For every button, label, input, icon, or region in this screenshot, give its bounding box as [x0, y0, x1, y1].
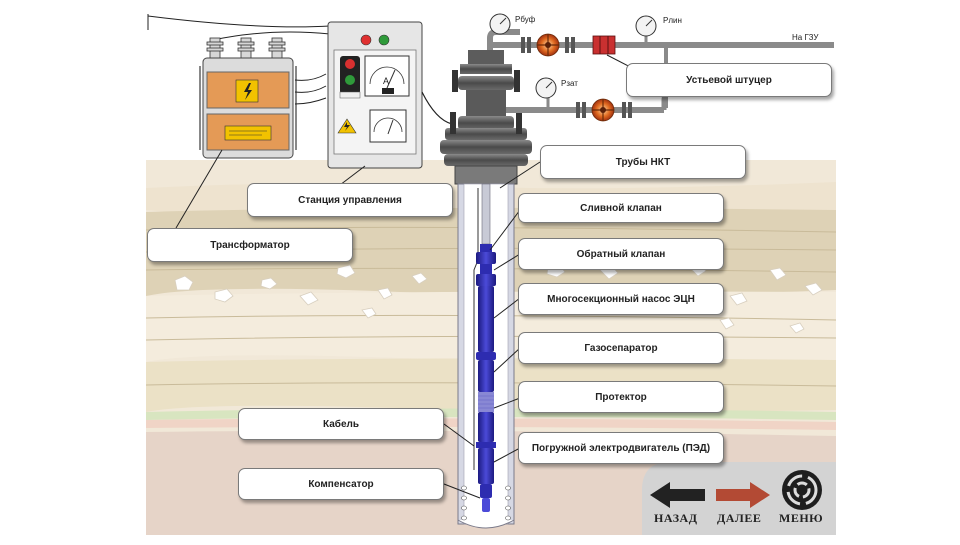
callout-protektor: Протектор: [518, 381, 724, 413]
green-lamp-icon: [378, 34, 390, 46]
esp-assembly: [476, 244, 496, 512]
choke-icon: [592, 35, 616, 55]
start-button-icon: [345, 75, 355, 85]
power-line: [147, 14, 331, 41]
warning-icon: [337, 118, 357, 134]
callout-transformator: Трансформатор: [147, 228, 353, 262]
cable: [473, 188, 479, 470]
ammeter-icon: A: [364, 55, 410, 97]
valve-icon: [591, 98, 615, 122]
callout-ped: Погружной электродвигатель (ПЭД): [518, 432, 724, 464]
wellhead: [440, 50, 532, 185]
stop-button-icon: [345, 59, 355, 69]
menu-button-label[interactable]: МЕНЮ: [779, 511, 824, 525]
insulator-bushings: [206, 37, 286, 59]
ammeter-label: A: [383, 76, 389, 86]
tubing: [481, 183, 491, 245]
menu-icon[interactable]: [782, 470, 822, 510]
callout-gazoseparator: Газосепаратор: [518, 332, 724, 364]
voltmeter-icon: [369, 109, 407, 143]
callout-slivnoy-klapan: Сливной клапан: [518, 193, 724, 223]
callout-obratny-klapan: Обратный клапан: [518, 238, 724, 270]
red-lamp-icon: [360, 34, 372, 46]
pressure-gauge-icon: [635, 15, 657, 37]
p-zat-label: Рзат: [561, 79, 578, 88]
warning-icon: [235, 79, 259, 103]
back-button-label[interactable]: НАЗАД: [654, 511, 698, 525]
surface-piping: Рбуф Рлин Рзат На ГЗУ: [487, 13, 834, 122]
control-station: A: [327, 21, 453, 169]
callout-kompensator: Компенсатор: [238, 468, 444, 500]
nav-panel: [642, 462, 836, 535]
p-lin-label: Рлин: [663, 16, 682, 25]
valve-icon: [536, 33, 560, 57]
next-arrow-icon[interactable]: [716, 482, 770, 508]
callout-stantsiya-upravleniya: Станция управления: [247, 183, 453, 217]
to-gzu-label: На ГЗУ: [792, 33, 819, 42]
callout-truby-nkt: Трубы НКТ: [540, 145, 746, 179]
leader-lines: [175, 54, 641, 499]
back-arrow-icon[interactable]: [650, 482, 705, 508]
pressure-gauge-icon: [489, 13, 511, 35]
transformer: [199, 37, 327, 159]
callout-kabel: Кабель: [238, 408, 444, 440]
callout-nasos-etsn: Многосекционный насос ЭЦН: [518, 283, 724, 315]
next-button-label[interactable]: ДАЛЕЕ: [717, 511, 762, 525]
warning-plate-icon: [224, 125, 272, 141]
pressure-gauge-icon: [535, 77, 557, 99]
p-buf-label: Рбуф: [515, 15, 536, 24]
callout-ustevoy-shtutser: Устьевой штуцер: [626, 63, 832, 97]
